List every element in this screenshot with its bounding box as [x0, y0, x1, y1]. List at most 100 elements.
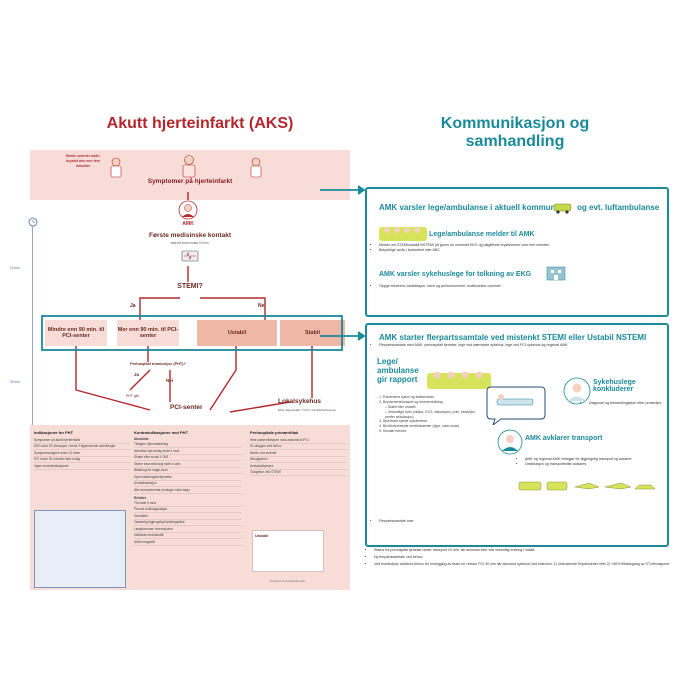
card2-bullets: Flerpartssamtale med AMK, prehospitalt t… — [371, 343, 664, 348]
indications-row: Symptomvarighet under 12 timer — [34, 450, 130, 457]
card2-footer: Flerpartssamtale over — [371, 519, 579, 524]
helper-icon — [248, 156, 264, 178]
bottom-bullet: Ved trombolyse avklares behov for innleg… — [374, 562, 674, 567]
amk-transport-bullets: AMK og regional AMK redegjør for tilgjen… — [517, 457, 665, 467]
box-more90-label: Mer enn 90 min. til PCI-senter — [117, 327, 179, 339]
bottom-bullet: Ny flerpartssamtale ved behov — [374, 555, 674, 560]
rapport-item: 1. Pasientens kjønn og fødselsdato — [379, 395, 434, 399]
timer-10: 10 min. — [10, 266, 21, 270]
right-title: Kommunikasjon og samhandling — [440, 115, 590, 150]
person-icon — [180, 154, 198, 178]
indications-row: Symptomer på akutt hjerteinfarkt — [34, 437, 130, 444]
box-ustabil-label: Ustabil — [227, 330, 247, 336]
connector-arrows — [320, 185, 366, 341]
left-poster: Sterke smerter midt i brystet mer enn fe… — [10, 140, 350, 590]
box-stabil: Stabil — [280, 320, 345, 346]
card1-title: AMK varsler lege/ambulanse i aktuell kom… — [379, 203, 560, 212]
speech-bubble — [485, 385, 547, 427]
card-flerpart: AMK starter flerpartssamtale ved mistenk… — [365, 323, 669, 547]
left-title: Akutt hjerteinfarkt (AKS) — [106, 115, 294, 132]
symptom-note: Sterke smerter midt i brystet mer enn fe… — [65, 154, 101, 168]
patient-icon — [108, 156, 124, 178]
car-icon — [553, 201, 573, 214]
contraindication-rel-row: Graviditet — [134, 513, 242, 520]
footer-note: Produsert av Helsedirektoratet — [270, 580, 306, 583]
clock-icon — [28, 214, 38, 227]
contraindication-row: Kjent blødningsforstyrrelse — [134, 474, 242, 481]
contraindications-relative: Relative — [134, 495, 147, 500]
amk-icon — [178, 200, 198, 220]
box-less90-label: Mindre enn 90 min. til PCI-senter — [47, 327, 105, 339]
rapport-item: 3. Åpenbare kjente sykdommer — [379, 419, 428, 424]
timer-30: 30 min. — [10, 380, 21, 384]
box-less90: Mindre enn 90 min. til PCI-senter — [45, 320, 107, 346]
sykehuslege-label: Sykehuslege konkluderer — [593, 379, 636, 393]
monitor-icon — [181, 249, 199, 262]
contraindication-rel-row: Vanskelig tilgjengelig blødningskilde — [134, 520, 242, 527]
contraindications-absolute: Absolutte — [134, 437, 149, 442]
lokal-sub: EKG diagnostikk, Tnt/CT, klinikk/konfera… — [278, 408, 337, 412]
card1-bullets: Melder om STEMI/ustabil NSTEMI på grunn … — [371, 243, 659, 253]
card2-bullet: Flerpartssamtale med AMK, prehospitalt t… — [379, 343, 664, 348]
pht-nei: Nei — [166, 378, 174, 383]
box-more90: Mer enn 90 min. til PCI-senter — [117, 320, 179, 346]
prehospital-row: Nitroglyserin — [250, 457, 346, 464]
contraindication-rel-row: TIA siste 6 mnd — [134, 500, 242, 507]
contraindication-row: Skade eller svulst i CNS — [134, 455, 242, 462]
first-contact-title: Første medisinske kontakt — [149, 232, 231, 239]
card-amk-varsler: AMK varsler lege/ambulanse i aktuell kom… — [365, 187, 669, 317]
card2-footer-item: Flerpartssamtale over — [379, 519, 579, 524]
rapport-list: 1. Pasientens kjønn og fødselsdato 2. Br… — [379, 395, 479, 434]
card1-sub2: AMK varsler sykehuslege for tolkning av … — [379, 271, 532, 278]
symptoms-label: Symptomer på hjerteinfarkt — [147, 178, 233, 185]
sykehuslege-bullet: Diagnose og behandlingsplan etter prosed… — [589, 401, 675, 406]
bottom-bullets: Status fra prehospital tjeneste under tr… — [366, 548, 674, 568]
ja-label: Ja — [130, 303, 136, 309]
indications-row: PCI innen 90 minutter ikke mulig — [34, 457, 130, 464]
pht-question: Prehospital trombolyse (PHT)? — [130, 362, 186, 366]
transport-icons — [517, 477, 657, 495]
card1-title-suffix: og evt. luftambulanse — [577, 203, 660, 212]
ustabil-note-title: Ustabil — [255, 533, 269, 538]
card1-bullet2: Oppgir rekvirent, lokalisasjon, navn og … — [379, 284, 659, 289]
pht-ja: Ja — [134, 372, 140, 377]
amk-transport-bullet: AMK og regional AMK redegjør for tilgjen… — [525, 457, 665, 462]
contraindication-row: Blødning fra mage-tarm — [134, 468, 242, 475]
contraindication-rel-row: Infeksiøs endokarditt — [134, 533, 242, 540]
flow-arrows — [41, 192, 343, 413]
contraindication-rel-row: Aktivt magesår — [134, 539, 242, 546]
team-icons — [379, 223, 427, 243]
prehospital-title: Prehospitale primærtiltak — [250, 430, 299, 435]
prehospital-row: Ticagrelor ved STEMI — [250, 470, 346, 477]
stemi-question: STEMI? — [177, 283, 203, 290]
prehospital-row: Acetylsalisylsyre — [250, 463, 346, 470]
contraindication-row: Ikke-komprimerbar punksjon siste døgn — [134, 487, 242, 494]
amk-transport-bullet: Destinasjon og transportmåte avklares — [525, 462, 665, 467]
first-contact-sub: rask tid innen maks 10 min. — [170, 241, 210, 245]
indications-title: Indikasjoner for PHT — [34, 430, 74, 435]
rapport-team-icons — [427, 365, 491, 389]
pht-gitt: PHT gitt — [126, 394, 139, 398]
contraindication-row: Iskemisk hjerneslag siste 6 mnd — [134, 448, 242, 455]
pci-label: PCI-senter — [170, 404, 203, 411]
box-ustabil: Ustabil — [197, 320, 277, 346]
amk-label: AMK — [182, 221, 194, 227]
tidsmal-box — [34, 510, 126, 588]
lokal-label: Lokalsykehus — [278, 398, 321, 405]
amk-operator-icon — [497, 429, 523, 455]
contraindication-row: Tidligere hjerneblødning — [134, 442, 242, 449]
contraindication-rel-row: Peroral antikoagulasjon — [134, 507, 242, 514]
hospital-icon — [545, 263, 567, 281]
prehospital-row: Hele pasientforløpet: rask ankomst til P… — [250, 437, 346, 444]
rapport-item: 4. Blodfortynnende medikamenter (type, s… — [379, 424, 460, 429]
prehospital-row: Morfin ved smerter — [250, 450, 346, 457]
rapport-item: 5. Sosiale forhold — [379, 429, 407, 434]
doctor-icon — [563, 377, 591, 405]
indications-row: EKG med ST-elevasjon i minst 2 tilgrense… — [34, 444, 130, 451]
box-stabil-label: Stabil — [305, 330, 320, 336]
card1-bullet: Melder om STEMI/ustabil NSTEMI på grunn … — [379, 243, 659, 248]
indications-row: Ingen kontraindikasjoner — [34, 463, 130, 470]
card2-title: AMK starter flerpartssamtale ved mistenk… — [379, 333, 647, 342]
timer-line — [32, 226, 33, 436]
contraindications-table: Kontraindikasjoner mot PHT Absolutte Tid… — [134, 430, 242, 546]
